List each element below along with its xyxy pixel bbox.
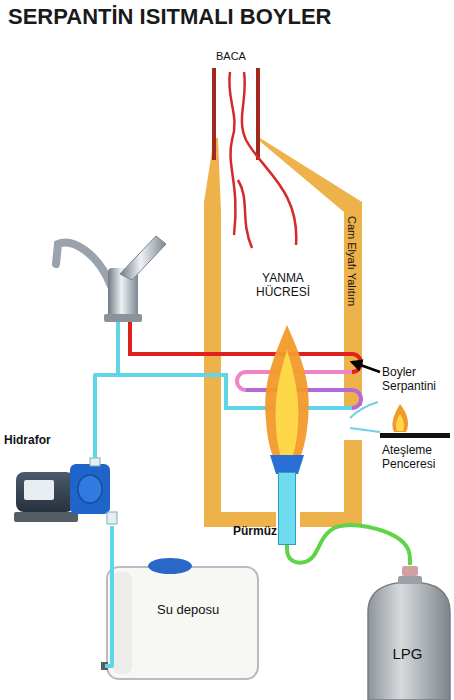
node-label: Pürmüz (219, 525, 277, 539)
pump-inlet (90, 458, 100, 466)
node-label: YANMA HÜCRESİ (242, 272, 324, 300)
igniter-bar (380, 433, 450, 438)
spark-line (350, 428, 380, 432)
chimney-label: BACA (216, 50, 276, 63)
pump-unit: Hidrafor (12, 458, 120, 526)
flame-core (276, 350, 299, 462)
lpg-valve (402, 566, 418, 576)
spark-line (350, 402, 378, 418)
leader-arrow (352, 362, 380, 372)
tank-outlet (101, 662, 108, 670)
burner-flame (265, 325, 309, 472)
pump-base (14, 512, 78, 522)
water-tank: Su deposu (105, 565, 260, 680)
water-supply-pipe (105, 526, 112, 666)
tank-shading (112, 572, 132, 674)
hot-water-pipe (130, 322, 352, 354)
coil-turn (352, 390, 361, 408)
cold-water-pipe (116, 322, 120, 375)
burner-tube: Pürmüz (278, 472, 296, 545)
faucet-spout (56, 243, 112, 288)
node-label: Su deposu (157, 603, 252, 618)
igniter-flame-core (396, 414, 404, 431)
node-label: LPG (365, 645, 450, 662)
ignition-opening (340, 406, 364, 440)
chimney-wall (212, 68, 216, 160)
pump-plate (24, 480, 54, 500)
hot-gas-line (238, 180, 252, 248)
igniter-flame (392, 404, 408, 432)
hot-gas-line (242, 72, 296, 245)
pump-head (70, 464, 110, 514)
ignition-label: Ateşleme Penceresi (382, 444, 454, 472)
insulation-label: Cam Elyafı Yalıtım (345, 216, 358, 306)
pump-outlet (107, 512, 117, 524)
cold-water-pipe (95, 375, 204, 458)
combustion-cavity (218, 138, 344, 512)
node-label: Hidrafor (4, 434, 84, 448)
pump-motor (16, 472, 74, 512)
coil-turn (237, 372, 246, 390)
coil-label: Boyler Serpantini (382, 366, 454, 394)
lpg-collar (398, 576, 422, 584)
insulation-shell (204, 138, 362, 527)
lpg-body (368, 582, 450, 700)
lpg-cylinder: LPG (365, 565, 450, 700)
pump-cap (78, 475, 102, 503)
hot-gas-line (229, 72, 235, 235)
faucet-lever (120, 236, 166, 280)
chimney-wall (256, 68, 260, 160)
faucet-base (104, 314, 142, 322)
diagram-title: SERPANTİN ISITMALI BOYLER (8, 4, 332, 30)
tank-body (107, 567, 258, 679)
tank-cap (148, 558, 192, 574)
gas-hose (287, 525, 410, 565)
